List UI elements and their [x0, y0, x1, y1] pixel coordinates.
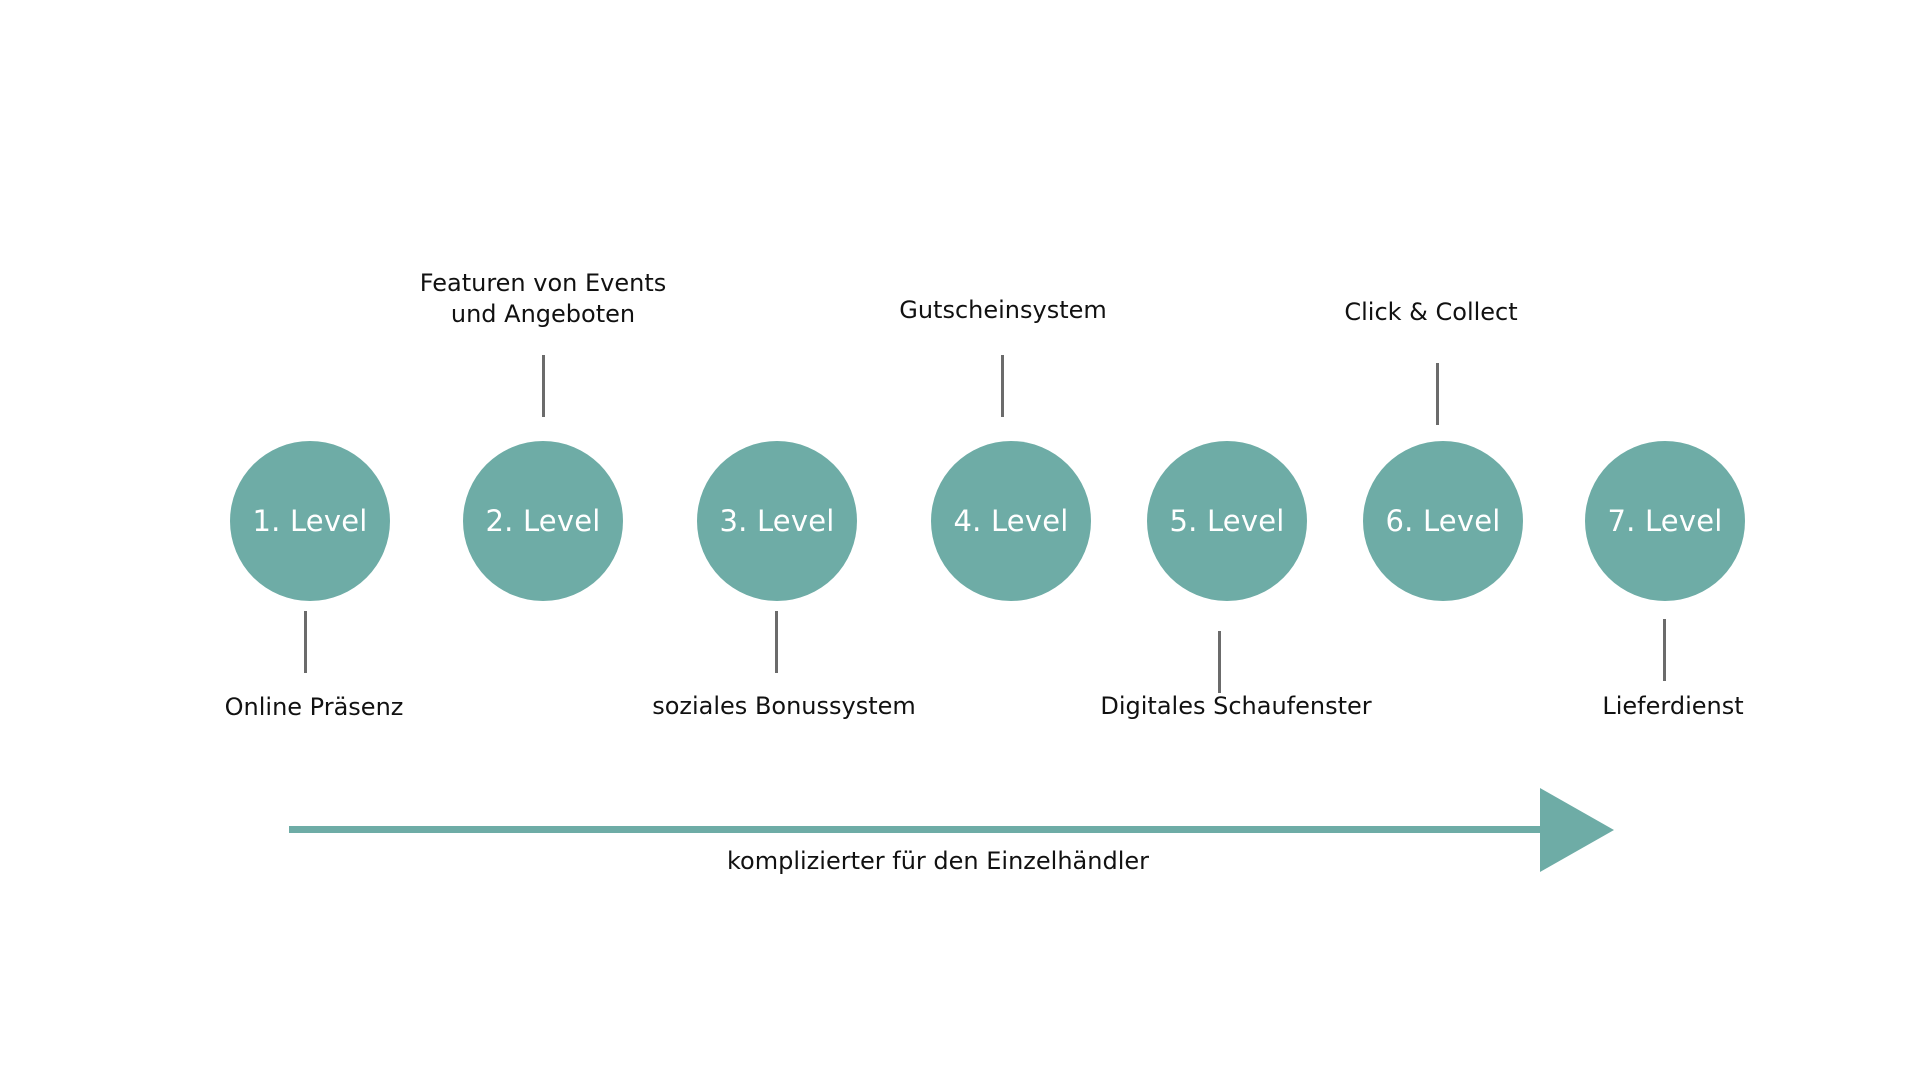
level-1-feature: Online Präsenz	[225, 692, 404, 723]
level-4-label: 4. Level	[953, 504, 1069, 538]
level-2-connector	[542, 355, 545, 417]
level-3-connector	[775, 611, 778, 673]
complexity-arrow-head-icon	[1540, 788, 1614, 872]
level-5-feature: Digitales Schaufenster	[1100, 691, 1371, 722]
level-5-feature-line-1: Digitales Schaufenster	[1100, 692, 1372, 720]
level-5-label: 5. Level	[1169, 504, 1285, 538]
level-2-circle: 2. Level	[463, 441, 623, 601]
level-1-label: 1. Level	[252, 504, 368, 538]
level-1-connector	[304, 611, 307, 673]
level-3-circle: 3. Level	[697, 441, 857, 601]
level-6-circle: 6. Level	[1363, 441, 1523, 601]
level-7-circle: 7. Level	[1585, 441, 1745, 601]
level-1-circle: 1. Level	[230, 441, 390, 601]
level-3-label: 3. Level	[719, 504, 835, 538]
level-2-label: 2. Level	[485, 504, 601, 538]
level-2-feature: Featuren von Events und Angeboten	[420, 268, 667, 330]
level-6-feature-line-1: Click & Collect	[1344, 298, 1518, 326]
level-5-circle: 5. Level	[1147, 441, 1307, 601]
level-2-feature-line-2: und Angeboten	[450, 300, 636, 328]
level-7-feature: Lieferdienst	[1602, 691, 1743, 722]
complexity-arrow-label: komplizierter für den Einzelhändler	[727, 847, 1149, 875]
complexity-arrow-shaft	[289, 826, 1544, 833]
level-7-label: 7. Level	[1607, 504, 1723, 538]
level-4-circle: 4. Level	[931, 441, 1091, 601]
level-4-feature-line-1: Gutscheinsystem	[899, 296, 1107, 324]
level-4-connector	[1001, 355, 1004, 417]
level-3-feature-line-1: soziales Bonussystem	[652, 692, 916, 720]
level-6-connector	[1436, 363, 1439, 425]
level-3-feature: soziales Bonussystem	[652, 691, 916, 722]
level-4-feature: Gutscheinsystem	[899, 295, 1107, 326]
level-6-feature: Click & Collect	[1344, 297, 1517, 328]
level-6-label: 6. Level	[1385, 504, 1501, 538]
level-7-feature-line-1: Lieferdienst	[1602, 692, 1744, 720]
level-1-feature-line-1: Online Präsenz	[224, 693, 404, 721]
level-7-connector	[1663, 619, 1666, 681]
level-5-connector	[1218, 631, 1221, 693]
level-2-feature-line-1: Featuren von Events	[419, 269, 667, 297]
